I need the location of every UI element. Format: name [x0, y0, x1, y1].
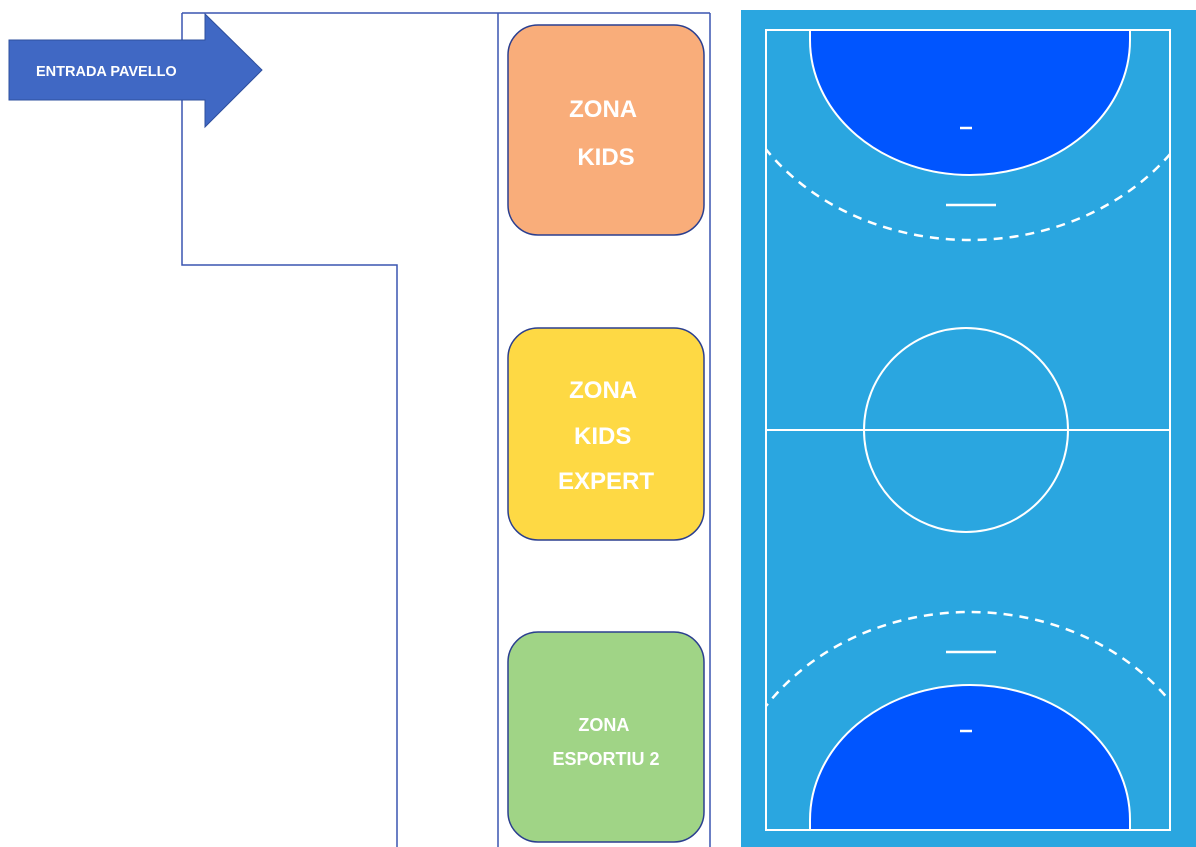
zone-box	[507, 631, 705, 843]
zone-label-line: ZONA	[569, 96, 637, 123]
zone-label-line: ESPORTIU 2	[552, 749, 659, 769]
zone-kids-expert: ZONA KIDS EXPERT	[507, 327, 705, 541]
zone-label-line: KIDS	[574, 423, 631, 450]
entrance-label: ENTRADA PAVELLO	[36, 64, 177, 80]
free-throw-line-top	[766, 147, 1170, 242]
zone-kids: ZONA KIDS	[507, 24, 705, 236]
arrow-right-icon	[8, 12, 263, 129]
zone-box	[507, 327, 705, 541]
handball-court	[741, 10, 1196, 847]
zone-esportiu-2: ZONA ESPORTIU 2	[507, 631, 705, 843]
building-outline	[181, 12, 711, 847]
corridor-outline	[181, 13, 398, 847]
zone-box	[507, 24, 705, 236]
svg-text:ZONA KIDS EXPERT: ZONA KIDS EXPERT	[558, 377, 654, 495]
zone-label-line: ZONA	[578, 715, 629, 735]
entrance-arrow: ENTRADA PAVELLO	[8, 12, 263, 129]
goal-area-top	[809, 30, 1131, 176]
zone-label-line: KIDS	[577, 144, 634, 171]
svg-text:ZONA ESPORTIU 2: ZONA ESPORTIU 2	[552, 715, 659, 769]
zone-label-line: ZONA	[569, 377, 637, 404]
center-circle	[863, 327, 1069, 533]
goal-area-bottom	[809, 684, 1131, 830]
zone-label-line: EXPERT	[558, 468, 654, 495]
svg-text:ZONA KIDS: ZONA KIDS	[569, 96, 643, 171]
